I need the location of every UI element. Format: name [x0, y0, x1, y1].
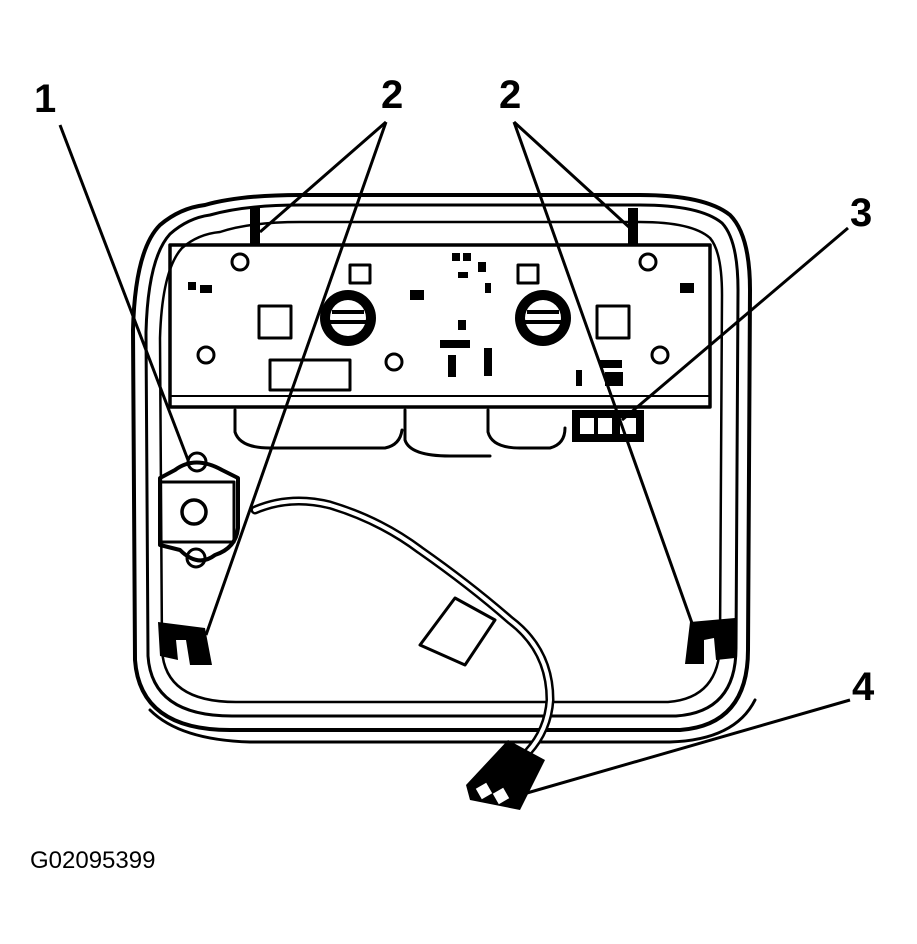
- figure-id: G02095399: [30, 847, 155, 874]
- callout-2-left: 2: [381, 73, 403, 117]
- leader-lines: [58, 120, 851, 797]
- callout-4: 4: [852, 665, 875, 709]
- door-switch: [158, 451, 240, 569]
- callout-1: 1: [34, 77, 56, 121]
- board-connector: [572, 410, 644, 442]
- callout-2-right: 2: [499, 73, 521, 117]
- console-housing: [131, 193, 757, 744]
- lamp-housings: [233, 408, 567, 458]
- wire-harness: [250, 496, 555, 810]
- callout-3: 3: [850, 191, 872, 235]
- retaining-clips: [158, 618, 735, 665]
- circuit-board: [168, 243, 712, 409]
- board-retainer-tabs: [250, 208, 638, 246]
